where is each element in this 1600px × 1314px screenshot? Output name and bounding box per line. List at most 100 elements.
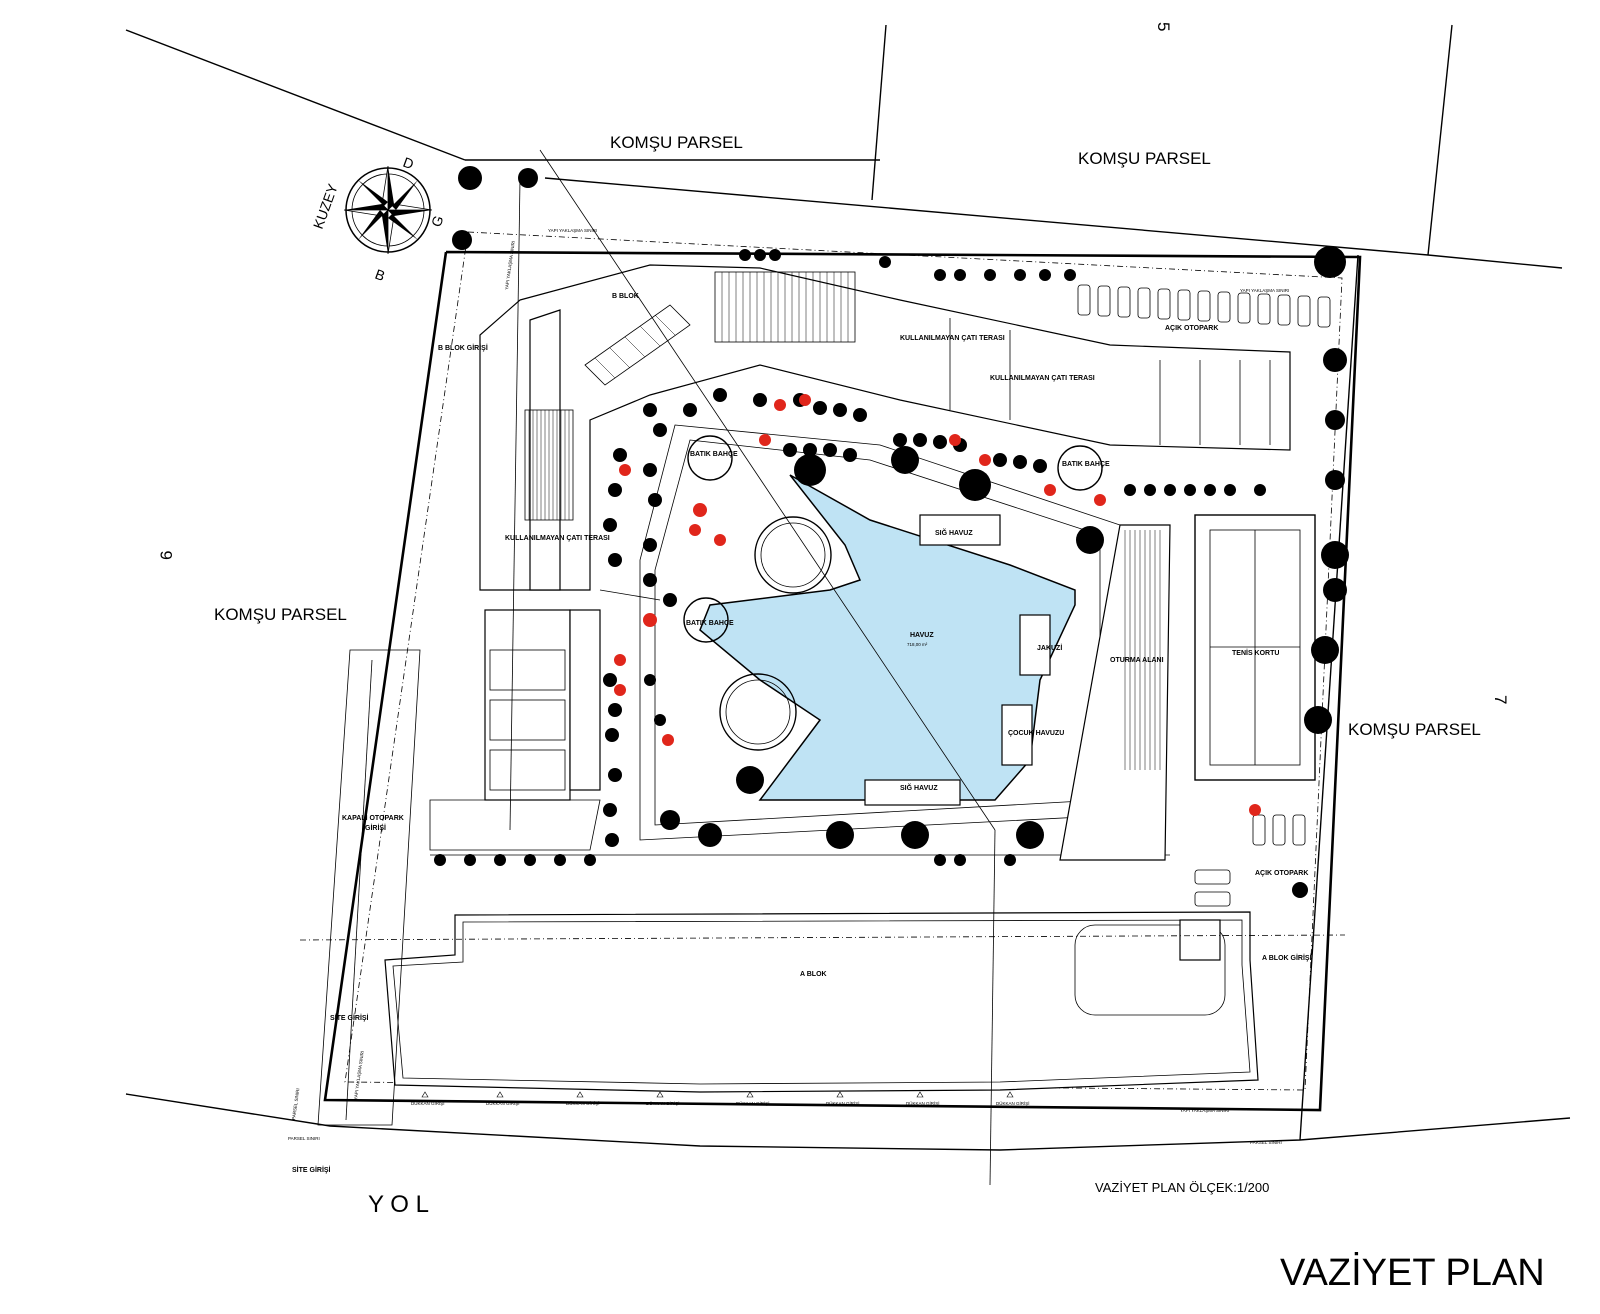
compass-rose — [343, 165, 433, 255]
flowering-tree — [1044, 484, 1056, 496]
tree — [1144, 484, 1156, 496]
flowering-tree — [614, 684, 626, 696]
b-block-building — [479, 264, 1291, 801]
tree — [1076, 526, 1104, 554]
tree — [698, 823, 722, 847]
compass-east-label: D — [401, 154, 416, 172]
tree — [603, 673, 617, 687]
tree — [1164, 484, 1176, 496]
tree — [754, 249, 766, 261]
a-block-building — [299, 911, 1346, 1093]
tree — [739, 249, 751, 261]
tree — [608, 768, 622, 782]
tennis-court — [1194, 514, 1316, 781]
flowering-tree — [1249, 804, 1261, 816]
a-block-entrance-label: A BLOK GİRİŞİ — [1262, 954, 1312, 962]
neighbor-parcel-top-right: KOMŞU PARSEL — [1078, 149, 1211, 168]
flowering-tree — [949, 434, 961, 446]
tree — [643, 463, 657, 477]
tree — [603, 518, 617, 532]
tree — [660, 810, 680, 830]
tree — [1004, 854, 1016, 866]
open-parking-top — [1077, 284, 1331, 328]
road-label: Y O L — [368, 1191, 429, 1218]
jacuzzi-label: JAKUZİ — [1037, 644, 1062, 652]
tree — [954, 854, 966, 866]
tree — [654, 714, 666, 726]
tree — [901, 821, 929, 849]
parcel-number-left: 6 — [157, 551, 176, 560]
tree — [794, 454, 826, 486]
setback-label-4: YAPI YAKLAŞMA SINIRI — [353, 1051, 365, 1100]
shallow-pool-label: SIĞ HAVUZ — [900, 783, 938, 792]
flowering-tree — [759, 434, 771, 446]
setback-label-5: YAPI YAKLAŞMA SINIRI — [1180, 1108, 1229, 1113]
flowering-tree — [662, 734, 674, 746]
tree — [1184, 484, 1196, 496]
tree — [843, 448, 857, 462]
tree — [1064, 269, 1076, 281]
parcel-label-3: PARSEL SINIRI — [291, 1088, 300, 1120]
b-block-entrance-label: B BLOK GİRİŞİ — [438, 344, 488, 352]
tree — [663, 593, 677, 607]
shop-entrance-marker — [836, 1091, 844, 1098]
shop-entrance-marker — [576, 1091, 584, 1098]
open-parking-top-label: AÇIK OTOPARK — [1165, 325, 1218, 332]
tree — [984, 269, 996, 281]
landscape-trees — [434, 166, 1349, 898]
neighbor-parcel-lines — [125, 24, 1571, 1151]
shop-entrance-label: DÜKKAN GİRİŞİ — [486, 1100, 520, 1106]
tree — [959, 469, 991, 501]
closed-parking-label-2: GİRİŞİ — [365, 824, 386, 832]
tree — [833, 403, 847, 417]
unused-roof-label-3: KULLANILMAYAN ÇATI TERASI — [505, 535, 610, 542]
tree — [879, 256, 891, 268]
plot-boundary — [323, 231, 1362, 1112]
tree — [494, 854, 506, 866]
seating-label: OTURMA ALANI — [1110, 657, 1164, 664]
tree — [1314, 246, 1346, 278]
tree — [613, 448, 627, 462]
tree — [644, 674, 656, 686]
tree — [1124, 484, 1136, 496]
neighbor-parcel-right: KOMŞU PARSEL — [1348, 720, 1481, 739]
flowering-tree — [714, 534, 726, 546]
tree — [452, 230, 472, 250]
shop-entrance-marker — [496, 1091, 504, 1098]
closed-parking-label-1: KAPALI OTOPARK — [342, 815, 404, 822]
tree — [1254, 484, 1266, 496]
tree — [608, 553, 622, 567]
pergola-features — [683, 435, 1103, 751]
tree — [458, 166, 482, 190]
compass-south-label: G — [428, 213, 447, 229]
tree — [1321, 541, 1349, 569]
pool-label: HAVUZ — [910, 632, 934, 639]
sunken-garden-label-1: BATIK BAHÇE — [690, 451, 738, 458]
parcel-label-1: PARSEL SINIRI — [288, 1136, 320, 1141]
drawing-title: VAZİYET PLAN — [1280, 1251, 1545, 1294]
flowering-tree — [693, 503, 707, 517]
tree — [584, 854, 596, 866]
tree — [554, 854, 566, 866]
b-block-label: B BLOK — [612, 293, 639, 300]
tree — [1204, 484, 1216, 496]
tree — [524, 854, 536, 866]
flowering-tree — [799, 394, 811, 406]
shop-entrance-label: DÜKKAN GİRİŞİ — [996, 1100, 1030, 1106]
setback-label-2: YAPI YAKLAŞMA SINIRI — [548, 228, 597, 233]
tree — [993, 453, 1007, 467]
flowering-tree — [614, 654, 626, 666]
kids-pool-label: ÇOCUK HAVUZU — [1008, 730, 1064, 737]
tree — [643, 573, 657, 587]
parcel-label-2: PARSEL SINIRI — [1250, 1140, 1282, 1145]
shop-entrance-marker — [916, 1091, 924, 1098]
shop-entrance-label: DÜKKAN GİRİŞİ — [736, 1100, 770, 1106]
flowering-tree — [619, 464, 631, 476]
tree — [1013, 455, 1027, 469]
tree — [605, 833, 619, 847]
scale-label: VAZİYET PLAN ÖLÇEK:1/200 — [1095, 1180, 1269, 1195]
tree — [736, 766, 764, 794]
flowering-tree — [689, 524, 701, 536]
